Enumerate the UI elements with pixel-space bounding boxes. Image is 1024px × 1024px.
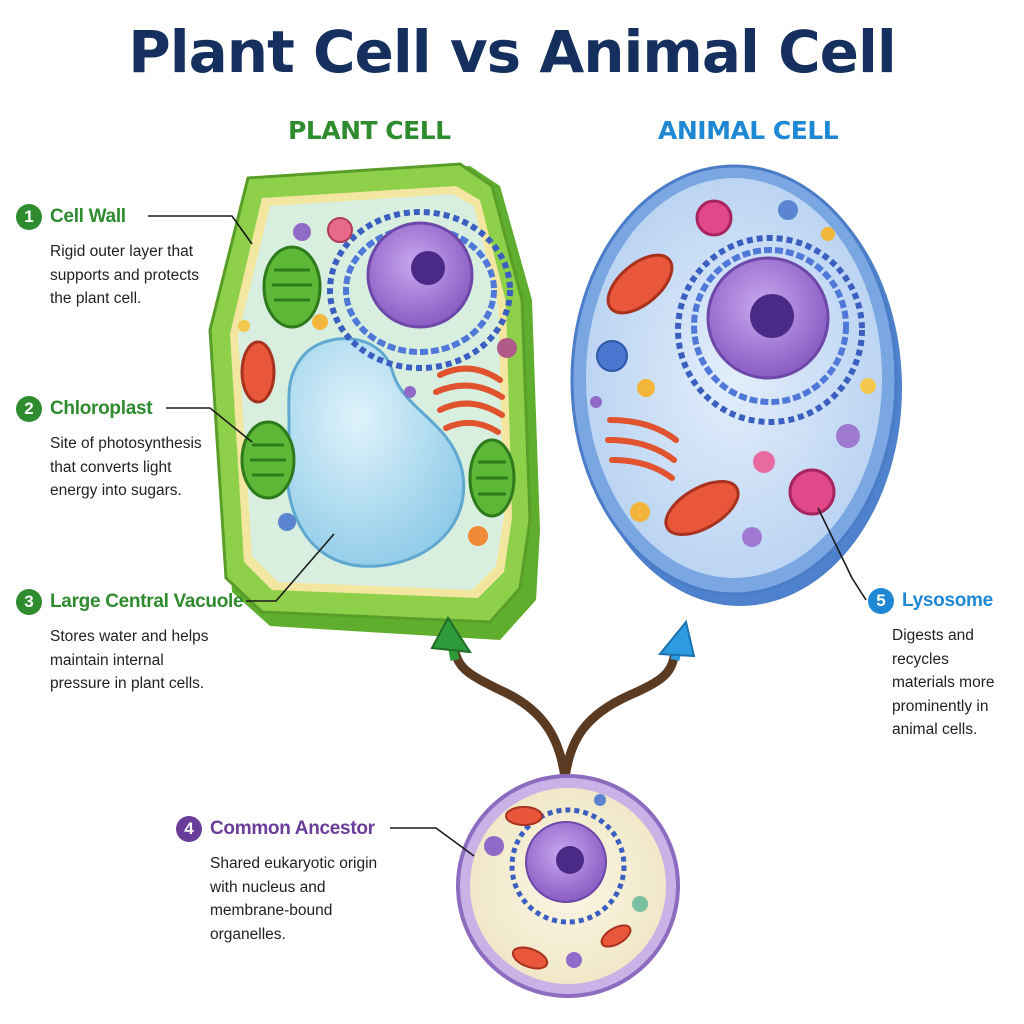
plant-cell-illustration <box>210 164 540 640</box>
mitochondrion-icon <box>242 342 274 402</box>
evolution-branches <box>432 618 694 778</box>
chloroplast-icon <box>470 440 514 516</box>
callout-title: Common Ancestor <box>210 818 375 840</box>
animal-cell-illustration <box>572 166 902 606</box>
lysosome-icon <box>790 470 834 514</box>
ancestor-cell-illustration <box>458 776 678 996</box>
callout-number-badge: 1 <box>16 204 42 230</box>
callout-description: Digests and recycles materials more prom… <box>892 624 1024 742</box>
callout-title: Large Central Vacuole <box>50 591 243 613</box>
callout-description: Stores water and helps maintain internal… <box>50 625 243 696</box>
callout-vacuole: 3 Large Central Vacuole Stores water and… <box>16 589 243 696</box>
callout-title: Chloroplast <box>50 398 152 420</box>
animal-cytoplasm <box>586 178 882 578</box>
callout-description: Site of photosynthesis that converts lig… <box>50 432 202 503</box>
callout-title: Cell Wall <box>50 206 126 228</box>
callout-description: Shared eukaryotic origin with nucleus an… <box>210 852 377 946</box>
callout-number-badge: 5 <box>868 588 894 614</box>
callout-common-ancestor: 4 Common Ancestor Shared eukaryotic orig… <box>176 816 377 946</box>
arrow-head-blue <box>660 622 694 656</box>
callout-description: Rigid outer layer that supports and prot… <box>50 240 199 311</box>
lysosome-icon <box>697 201 731 235</box>
callout-lysosome: 5 Lysosome Digests and recycles material… <box>868 588 1024 742</box>
trunk-right <box>565 652 675 778</box>
callout-cell-wall: 1 Cell Wall Rigid outer layer that suppo… <box>16 204 199 311</box>
callout-title: Lysosome <box>902 590 993 612</box>
callout-number-badge: 3 <box>16 589 42 615</box>
callout-number-badge: 4 <box>176 816 202 842</box>
chloroplast-icon <box>242 422 294 498</box>
trunk <box>455 652 565 778</box>
callout-number-badge: 2 <box>16 396 42 422</box>
chloroplast-icon <box>264 247 320 327</box>
callout-chloroplast: 2 Chloroplast Site of photosynthesis tha… <box>16 396 202 503</box>
